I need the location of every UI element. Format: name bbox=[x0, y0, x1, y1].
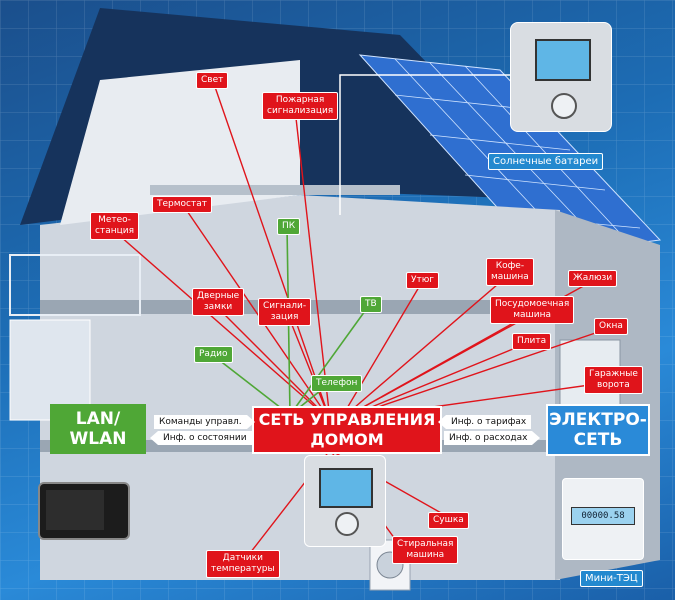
patio-door bbox=[9, 319, 91, 421]
grid-line2: СЕТЬ bbox=[573, 430, 623, 450]
lan-line1: LAN/ bbox=[75, 409, 121, 429]
label-washing-machine: Стиральная машина bbox=[392, 536, 459, 564]
power-grid-block: ЭЛЕКТРО- СЕТЬ bbox=[546, 404, 650, 456]
meter-reading: 00000.58 bbox=[571, 507, 635, 525]
arrow-tariffs: Инф. о тарифах bbox=[437, 415, 532, 429]
garage-line2: ворота bbox=[597, 380, 630, 390]
coffee-line2: машина bbox=[491, 272, 529, 282]
temp-sensors-line1: Датчики bbox=[222, 553, 263, 563]
label-light: Свет bbox=[196, 72, 229, 89]
lan-line2: WLAN bbox=[69, 429, 127, 449]
label-blinds: Жалюзи bbox=[568, 270, 618, 287]
label-solar-panels: Солнечные батареи bbox=[488, 153, 604, 170]
fire-alarm-line1: Пожарная bbox=[275, 95, 325, 105]
label-fire-alarm: Пожарная сигнализация bbox=[262, 92, 339, 120]
label-door-locks: Дверные замки bbox=[192, 288, 245, 316]
alarm-line2: зация bbox=[270, 312, 299, 322]
label-garage-gates: Гаражные ворота bbox=[584, 366, 643, 394]
garage-line1: Гаражные bbox=[589, 369, 638, 379]
label-mini-chp: Мини-ТЭЦ bbox=[580, 570, 643, 587]
central-controller-display bbox=[304, 455, 386, 547]
tablet-device bbox=[38, 482, 130, 540]
label-thermostat: Термостат bbox=[152, 196, 212, 213]
washer-line1: Стиральная bbox=[397, 539, 454, 549]
label-weather-station: Метео- станция bbox=[90, 212, 139, 240]
label-dryer: Сушка bbox=[428, 512, 469, 529]
central-dial bbox=[335, 512, 359, 536]
fire-alarm-line2: сигнализация bbox=[267, 106, 334, 116]
door-locks-line1: Дверные bbox=[197, 291, 240, 301]
hub-line1: СЕТЬ УПРАВЛЕНИЯ bbox=[258, 410, 436, 429]
label-windows: Окна bbox=[594, 318, 628, 335]
weather-line2: станция bbox=[95, 226, 134, 236]
label-iron: Утюг bbox=[406, 272, 440, 289]
lan-wlan-block: LAN/ WLAN bbox=[50, 404, 146, 454]
coffee-line1: Кофе- bbox=[495, 261, 525, 271]
grid-line1: ЭЛЕКТРО- bbox=[549, 410, 647, 430]
weather-line1: Метео- bbox=[98, 215, 131, 225]
label-radio: Радио bbox=[194, 346, 233, 363]
hub-line2: ДОМОМ bbox=[310, 430, 384, 449]
tablet-screen bbox=[46, 490, 104, 530]
dishwasher-line2: машина bbox=[513, 310, 552, 320]
label-tv: ТВ bbox=[360, 296, 382, 313]
temp-sensors-line2: температуры bbox=[211, 564, 275, 574]
arrow-commands: Команды управл. bbox=[154, 415, 255, 429]
label-dishwasher: Посудомоечная машина bbox=[490, 296, 575, 324]
label-pc: ПК bbox=[277, 218, 301, 235]
label-stove: Плита bbox=[512, 333, 552, 350]
label-phone: Телефон bbox=[311, 375, 363, 392]
home-network-hub: СЕТЬ УПРАВЛЕНИЯ ДОМОМ bbox=[252, 406, 442, 454]
floor-slab-attic bbox=[150, 185, 400, 195]
arrow-costs: Инф. о расходах bbox=[444, 431, 542, 445]
alarm-line1: Сигнали- bbox=[263, 301, 307, 311]
house-walls bbox=[40, 195, 560, 580]
label-coffee-machine: Кофе- машина bbox=[486, 258, 534, 286]
attic-wall bbox=[60, 60, 300, 225]
washer-line2: машина bbox=[406, 550, 445, 560]
red-connectors bbox=[119, 83, 612, 567]
balcony-rail bbox=[9, 254, 141, 316]
dishwasher-line1: Посудомоечная bbox=[495, 299, 570, 309]
electricity-meter: 00000.58 bbox=[562, 478, 644, 560]
controller-screen bbox=[535, 39, 591, 81]
solar-connector bbox=[339, 74, 515, 215]
wall-controller-display bbox=[510, 22, 612, 132]
controller-dial bbox=[551, 93, 577, 119]
label-temp-sensors: Датчики температуры bbox=[206, 550, 280, 578]
arrow-status: Инф. о состоянии bbox=[150, 431, 252, 445]
central-screen bbox=[319, 468, 373, 508]
door-locks-line2: замки bbox=[203, 302, 233, 312]
label-alarm: Сигнали- зация bbox=[258, 298, 312, 326]
